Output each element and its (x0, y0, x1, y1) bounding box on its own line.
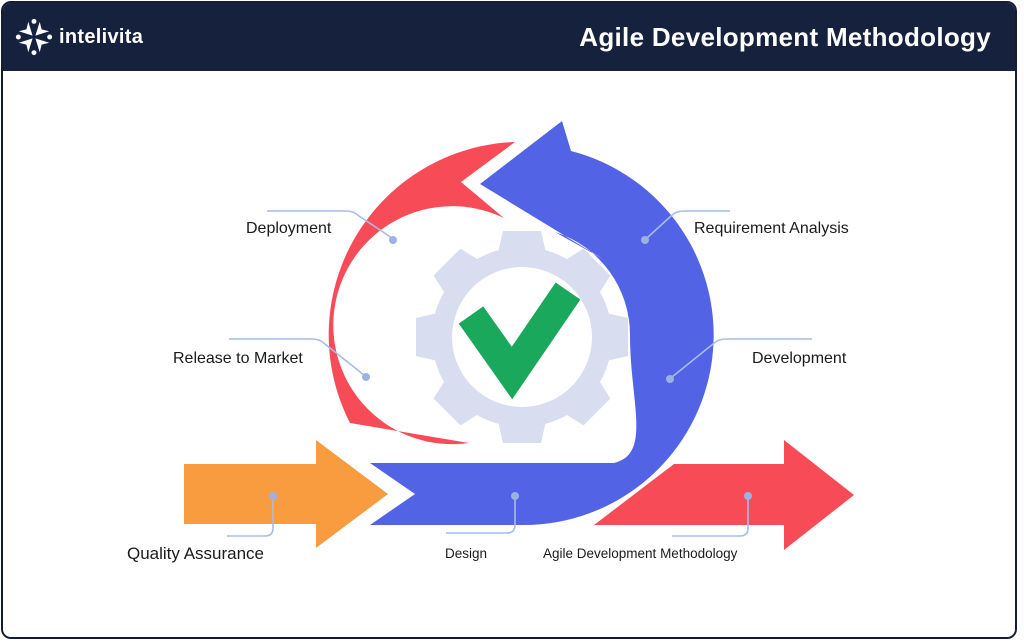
page-title: Agile Development Methodology (579, 21, 991, 52)
diagram-area: Deployment Requirement Analysis Release … (3, 71, 1015, 637)
leader-dot-methodology (744, 492, 752, 500)
leader-line-requirement-analysis (646, 210, 730, 239)
leader-dot-release-to-market (362, 373, 370, 381)
leader-dot-deployment (389, 236, 397, 244)
label-methodology: Agile Development Methodology (543, 546, 738, 561)
label-quality-assurance: Quality Assurance (127, 544, 265, 563)
leader-line-development (671, 338, 812, 378)
leader-line-deployment (267, 210, 393, 239)
brand-name: intelivita (59, 25, 144, 48)
leader-line-quality-assurance (227, 499, 274, 537)
intelivita-star-icon (15, 18, 53, 56)
label-development: Development (752, 350, 847, 367)
red-output-arrow (594, 440, 854, 550)
leader-dot-development (666, 375, 674, 383)
leader-dot-quality-assurance (269, 492, 277, 500)
leader-line-methodology (672, 499, 749, 537)
header-bar: intelivita Agile Development Methodology (3, 3, 1015, 71)
label-deployment: Deployment (246, 220, 332, 237)
leader-line-design (446, 499, 516, 534)
leader-line-release-to-market (229, 338, 365, 376)
cycle-red-arc (328, 142, 515, 445)
leader-dot-requirement-analysis (641, 236, 649, 244)
label-requirement-analysis: Requirement Analysis (694, 220, 849, 237)
brand-logo: intelivita (15, 17, 143, 57)
checkmark-icon (458, 282, 581, 400)
label-design: Design (445, 546, 488, 561)
label-release-to-market: Release to Market (173, 350, 303, 367)
gear-icon (416, 231, 628, 443)
leader-dot-design (511, 492, 519, 500)
cycle-blue-arrow (370, 121, 714, 526)
orange-input-arrow (184, 440, 388, 548)
